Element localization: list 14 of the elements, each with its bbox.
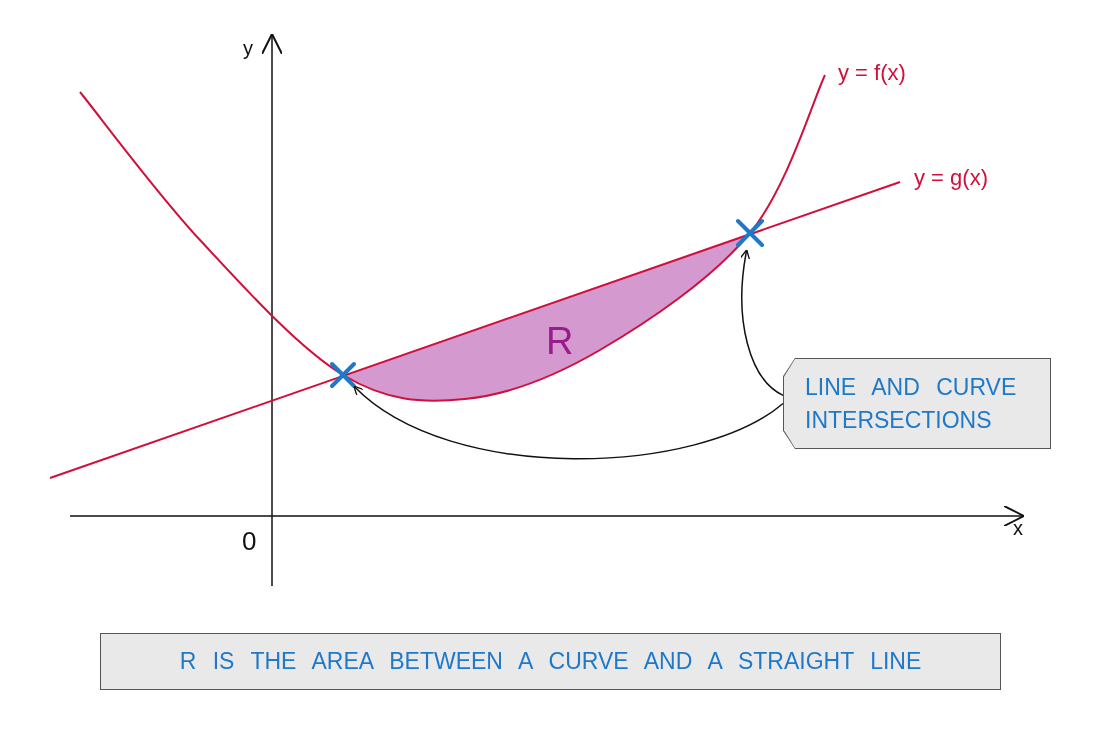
arrow xyxy=(353,385,784,460)
curve-label: y = f(x) xyxy=(838,62,906,84)
origin-label: 0 xyxy=(242,528,257,554)
callout-box xyxy=(783,358,1051,449)
axis-label: x xyxy=(1013,518,1023,538)
box-text: LINE AND CURVE INTERSECTIONS xyxy=(805,373,1018,435)
cross-marker xyxy=(330,362,356,388)
box-text: R IS THE AREA BETWEEN A CURVE AND A STRAIGHT LINE xyxy=(179,647,922,677)
region-label: R xyxy=(546,322,574,360)
text-box xyxy=(100,633,1001,690)
line-label: y = g(x) xyxy=(914,167,988,189)
arrow xyxy=(740,249,784,397)
axis-label: y xyxy=(243,38,253,58)
cross-marker xyxy=(736,219,764,247)
